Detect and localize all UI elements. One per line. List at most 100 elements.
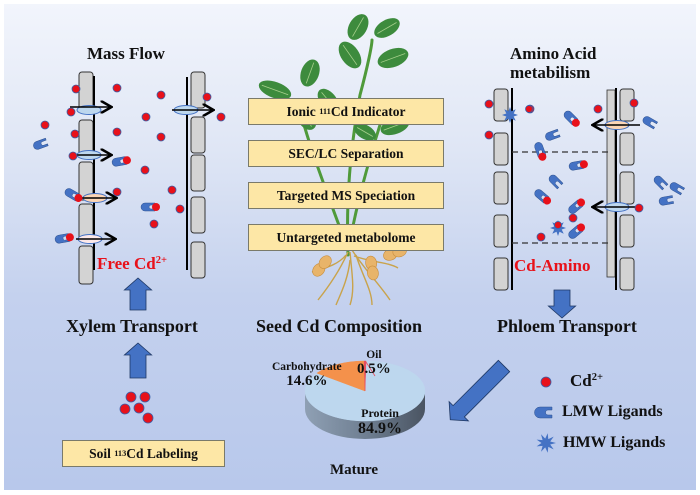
leaf-icon: [354, 123, 376, 141]
leaf-vein: [305, 62, 315, 84]
peanut-lobe: [367, 265, 379, 281]
lmw-ligand-icon: [658, 195, 674, 206]
pie-side: [305, 391, 425, 439]
lmw-ligand-icon: [111, 156, 131, 167]
block-arrow-shape: [448, 359, 511, 422]
cell-block: [78, 245, 94, 285]
leaf-icon: [338, 41, 362, 69]
cell-block: [619, 214, 635, 248]
cd-ion-icon: [133, 402, 145, 414]
cd-ion-icon: [216, 112, 226, 122]
peanut-icon: [312, 255, 332, 277]
lmw-ligand-icon: [534, 142, 547, 161]
leaf-icon: [258, 80, 292, 100]
pie-caption-mature: Mature: [330, 462, 379, 478]
legend-label-cd: Cd2+: [570, 371, 604, 390]
xylem-cell-diagram: [70, 71, 212, 285]
root: [317, 251, 349, 301]
phloem-transport-label: Phloem Transport: [497, 316, 637, 336]
cd-ion-icon: [112, 187, 122, 197]
cd-ion-icon: [142, 412, 154, 424]
cd-ion-icon: [66, 107, 76, 117]
method-box-untargeted: Untargeted metabolome: [248, 224, 444, 251]
block-arrow-shape: [123, 342, 153, 379]
cell-block: [190, 116, 206, 154]
cd-ion-icon: [40, 120, 50, 130]
cd-ion-icon: [149, 219, 159, 229]
block-arrow-shape: [547, 289, 577, 319]
cd-ion-icon: [167, 185, 177, 195]
cd-ion-icon: [554, 221, 562, 229]
bound-cd-icon: [571, 118, 580, 127]
cd-ion-icon: [634, 203, 644, 213]
ligand-shape: [669, 182, 685, 196]
lmw-ligand-icon: [54, 233, 74, 244]
mass-flow-title: Mass Flow: [87, 44, 165, 63]
cell-block: [190, 154, 206, 192]
cd-ion-icon: [536, 232, 546, 242]
pie-leader-line-oil: [365, 361, 376, 377]
down-arrow-icon: [547, 289, 577, 319]
ligand-shape: [658, 195, 674, 206]
cell-block: [190, 71, 206, 109]
bound-cd-icon: [122, 156, 131, 165]
peanut-icon: [365, 255, 379, 281]
bound-cd-icon: [65, 233, 74, 242]
leaf-icon: [300, 59, 320, 87]
lmw-ligand-icon: [33, 137, 49, 150]
cell-block: [493, 132, 509, 166]
up-arrow-icon: [123, 277, 153, 311]
leaf-icon: [377, 47, 409, 69]
ligand-shape: [642, 116, 658, 130]
pie-slice-carbohydrate: [316, 360, 366, 392]
cd-ion-icon: [484, 130, 494, 140]
lmw-ligand-icon: [534, 189, 552, 205]
cell-block: [619, 132, 635, 166]
cd-ion-icon: [71, 84, 81, 94]
lmw-ligand-icon: [568, 198, 586, 214]
legend-label-lmw: LMW Ligands: [562, 403, 663, 420]
lmw-ligand-icon: [140, 202, 160, 212]
cell-block: [493, 257, 509, 291]
cd-ion-icon: [629, 98, 639, 108]
method-box-targeted-ms: Targeted MS Speciation: [248, 182, 444, 209]
diagonal-arrow-icon: [448, 359, 511, 422]
leaf-vein: [352, 17, 364, 37]
root: [335, 259, 351, 306]
bound-cd-icon: [577, 198, 586, 207]
leaf-vein: [357, 127, 373, 137]
root: [353, 255, 399, 269]
flow-arrows: [123, 277, 577, 422]
cd-amino-label: Cd-Amino: [514, 256, 591, 275]
hmw-ligand-icon: [502, 107, 518, 123]
bound-cd-icon: [538, 152, 547, 161]
lmw-ligand-icon: [545, 128, 561, 141]
ligand-shape: [545, 128, 561, 141]
leaf-vein: [342, 44, 358, 66]
legend-lmw-ligand-icon: [534, 406, 553, 419]
legend-icons: [534, 376, 556, 453]
method-box-sec-lc: SEC/LC Separation: [248, 140, 444, 167]
cd-ion-icon: [156, 132, 166, 142]
bound-cd-icon: [577, 223, 586, 232]
root: [349, 251, 354, 306]
lmw-ligand-icon: [64, 188, 83, 202]
root: [355, 254, 373, 306]
up-arrow-icon: [123, 342, 153, 379]
lmw-ligand-icon: [653, 175, 669, 191]
lmw-ligand-icon: [548, 174, 564, 190]
cd-ion-icon: [112, 83, 122, 93]
cd-ion-icon: [112, 127, 122, 137]
legend-hmw-ligand-icon: [536, 433, 556, 453]
cd-ion-icon: [139, 391, 151, 403]
bound-cd-icon: [74, 194, 83, 202]
cd-ion-icon: [175, 204, 185, 214]
lmw-ligand-icon: [669, 182, 685, 196]
block-arrow-shape: [123, 277, 153, 311]
cd-ion-icon: [125, 391, 137, 403]
